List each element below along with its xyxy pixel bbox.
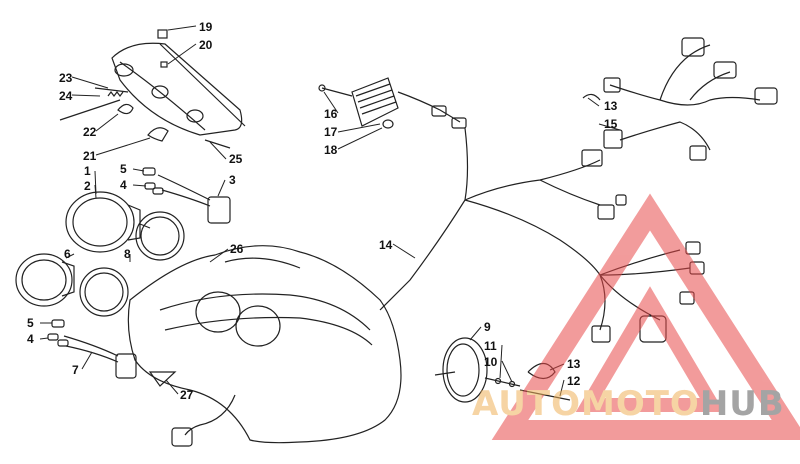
automotohub-watermark: AUTOMOTOHUB xyxy=(472,193,800,440)
part-label-22: 22 xyxy=(83,125,97,139)
part-label-26: 26 xyxy=(230,242,244,256)
watermark-brand: AUTOMOTOHUB xyxy=(472,384,785,424)
part-label-18: 18 xyxy=(324,143,338,157)
part-label-9: 9 xyxy=(484,320,491,334)
part-label-13: 13 xyxy=(604,99,618,113)
headlight-assembly xyxy=(59,29,246,149)
part-label-24: 24 xyxy=(59,89,73,103)
part-label-21: 21 xyxy=(83,149,97,163)
part-label-6: 6 xyxy=(64,247,71,261)
part-label-10: 10 xyxy=(484,355,498,369)
part-label-17: 17 xyxy=(324,125,338,139)
part-label-5: 5 xyxy=(27,316,34,330)
gauge-lens-rings xyxy=(79,211,185,317)
part-label-16: 16 xyxy=(324,107,338,121)
part-label-25: 25 xyxy=(229,152,243,166)
part-label-20: 20 xyxy=(199,38,213,52)
part-label-4: 4 xyxy=(120,178,127,192)
part-label-27: 27 xyxy=(180,388,194,402)
part-label-7: 7 xyxy=(72,363,79,377)
part-label-11: 11 xyxy=(484,339,497,353)
console-housing xyxy=(127,245,402,447)
part-label-4: 4 xyxy=(27,332,34,346)
part-label-5: 5 xyxy=(120,162,127,176)
part-label-2: 2 xyxy=(84,179,91,193)
voltage-regulator xyxy=(318,77,467,129)
part-label-12: 12 xyxy=(567,374,581,388)
harness-upper-right xyxy=(582,37,778,161)
part-label-13: 13 xyxy=(567,357,581,371)
part-label-3: 3 xyxy=(229,173,236,187)
leader-lines xyxy=(39,25,621,397)
part-label-15: 15 xyxy=(604,117,618,131)
part-label-19: 19 xyxy=(199,20,213,34)
gauge-lower xyxy=(15,253,137,379)
part-label-14: 14 xyxy=(379,238,393,252)
main-harness xyxy=(379,127,627,311)
part-label-23: 23 xyxy=(59,71,73,85)
part-label-8: 8 xyxy=(124,247,131,261)
part-label-1: 1 xyxy=(84,164,91,178)
